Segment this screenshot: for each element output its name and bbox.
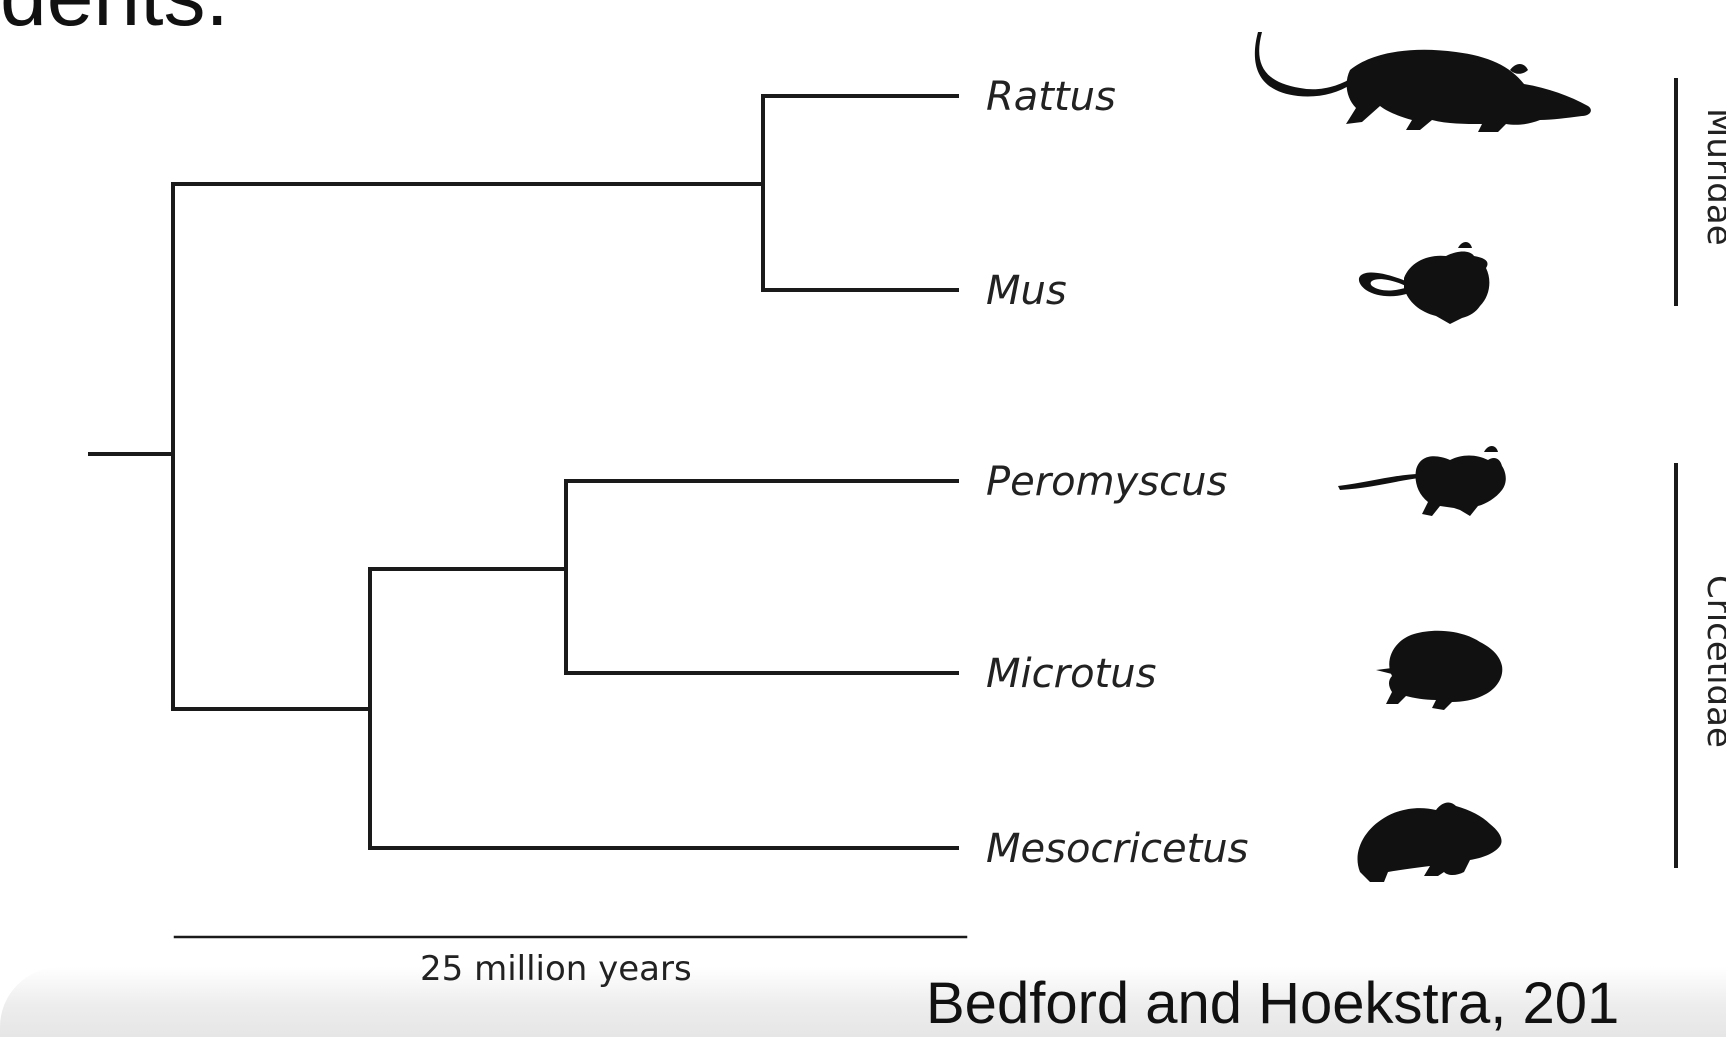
taxon-label-mesocricetus: Mesocricetus bbox=[986, 826, 1248, 872]
taxon-label-microtus: Microtus bbox=[986, 651, 1156, 697]
taxon-label-mus: Mus bbox=[986, 268, 1067, 314]
mouse-silhouette-icon bbox=[1359, 242, 1489, 324]
hamster-silhouette-icon bbox=[1357, 803, 1501, 882]
taxon-label-peromyscus: Peromyscus bbox=[986, 459, 1227, 505]
taxon-label-rattus: Rattus bbox=[986, 74, 1116, 120]
rat-silhouette-icon bbox=[1255, 32, 1591, 132]
citation-text: Bedford and Hoekstra, 201 bbox=[926, 975, 1619, 1033]
deer-mouse-silhouette-icon bbox=[1338, 446, 1506, 516]
scale-bar-label: 25 million years bbox=[420, 949, 692, 989]
vole-silhouette-icon bbox=[1376, 631, 1502, 710]
clade-label-muridae: Muridae bbox=[1699, 108, 1726, 246]
clade-label-cricetidae: Cricetidae bbox=[1699, 575, 1726, 748]
